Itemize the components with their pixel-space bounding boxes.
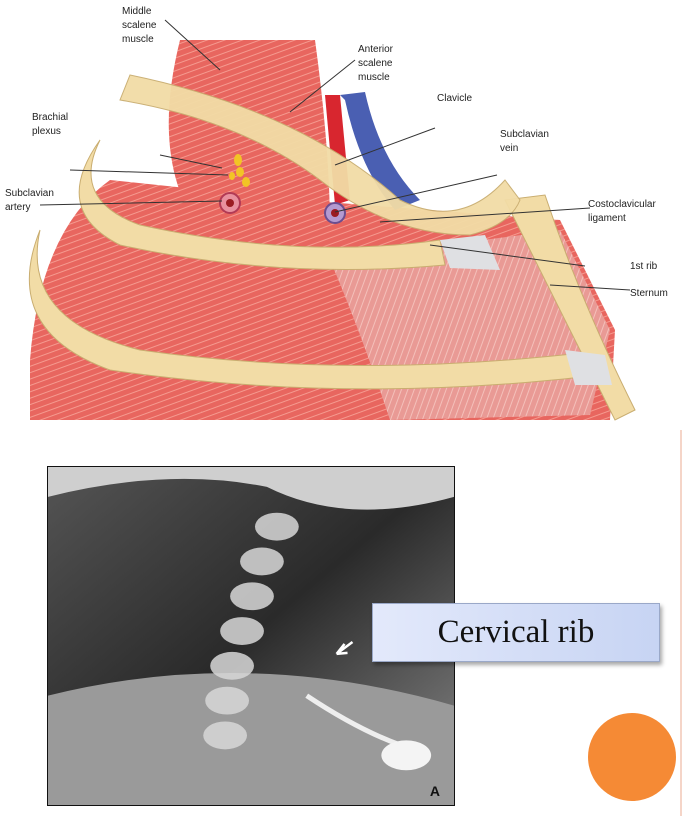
cartilage-2	[565, 350, 612, 385]
panel-letter: A	[429, 783, 440, 799]
label-sternum: Sternum	[630, 288, 668, 299]
label-clavicle: Clavicle	[437, 93, 472, 104]
cervical-xray-image: A	[47, 466, 455, 806]
subclavian-vein-vessel	[340, 92, 420, 210]
brachial-plexus-nerves	[229, 154, 250, 187]
arrow-indicator	[335, 640, 354, 656]
cervical-rib-caption: Cervical rib	[372, 603, 660, 662]
orange-circle-decoration	[588, 713, 676, 801]
clavicle-bone	[119, 74, 521, 236]
leader-lines	[39, 19, 631, 291]
label-first-rib: 1st rib	[630, 261, 658, 272]
slide-edge-line	[680, 430, 682, 816]
cartilage-1	[440, 235, 500, 270]
first-rib	[78, 139, 446, 270]
